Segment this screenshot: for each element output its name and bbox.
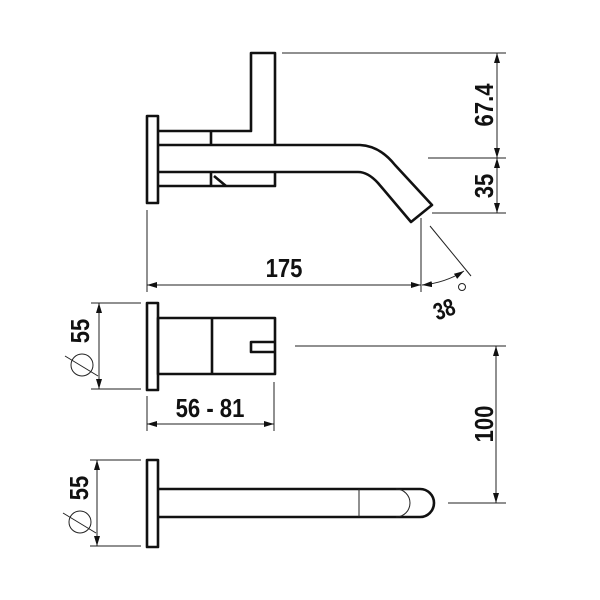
diameter-dimension-bottom: 55 — [62, 459, 141, 547]
dim-spout-offset: 100 — [470, 406, 499, 443]
lower-body — [158, 172, 277, 188]
dim-spout-angle: 38 — [429, 293, 459, 326]
diameter-icon — [64, 353, 99, 377]
diameter-icon — [62, 510, 97, 534]
top-view-body — [145, 301, 277, 392]
spout-body — [158, 143, 434, 224]
dim-handle-height: 67.4 — [470, 83, 499, 127]
side-view — [145, 51, 434, 224]
height-dimensions: 67.4 35 — [282, 52, 506, 214]
valve-body — [156, 316, 277, 376]
offset-dimension: 100 — [295, 345, 506, 504]
body-divider-lower — [209, 172, 227, 187]
dim-projection: 175 — [266, 254, 303, 283]
handle-lever — [158, 51, 277, 145]
wall-flange-middle — [145, 301, 160, 392]
lever-slot — [249, 340, 275, 354]
dim-flange-diameter-top: 55 — [66, 319, 95, 344]
dim-spout-drop: 35 — [470, 174, 499, 199]
spout-outline — [158, 487, 436, 519]
spout-top-view — [145, 458, 436, 549]
dim-body-depth: 56 - 81 — [176, 394, 245, 423]
diameter-dimension-middle: 55 — [64, 302, 141, 390]
wall-flange-bottom — [145, 458, 160, 549]
depth-dimension: 56 - 81 — [146, 382, 275, 431]
degree-icon — [458, 283, 466, 291]
dim-flange-diameter-bottom: 55 — [65, 476, 94, 501]
projection-dimension: 175 38 — [146, 210, 472, 326]
wall-flange — [145, 114, 160, 205]
